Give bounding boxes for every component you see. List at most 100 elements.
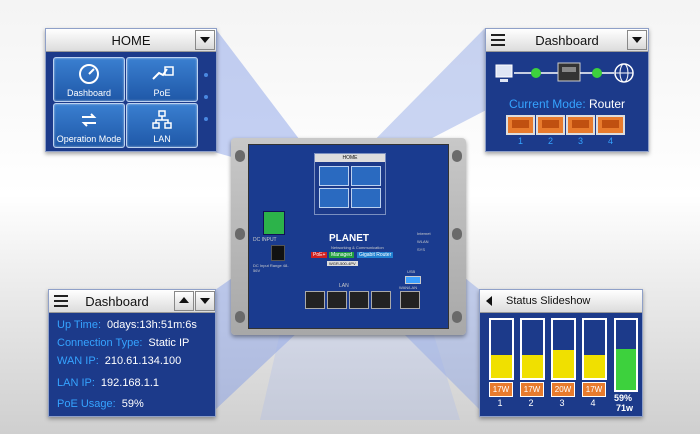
mount-hole [452,150,462,162]
mount-hole [235,150,245,162]
tile-poe[interactable]: PoE [126,57,198,102]
home-panel: HOME Dashboard PoE Operation Mode LAN [45,28,217,152]
poe-bar-port-4 [582,318,607,380]
network-tree-icon [152,110,172,129]
rj45-port [371,291,391,309]
home-dropdown-button[interactable] [195,30,215,50]
topology-diagram [495,62,634,83]
info-value: 210.61.134.100 [104,355,182,367]
dc-label: DC INPUT [253,237,277,243]
home-titlebar: HOME [46,29,216,52]
total-watt: 71w [616,403,634,413]
poe-bar-port-2 [520,318,545,380]
device-screen-tile [351,188,381,208]
tag-router: Gigabit Router [357,252,394,258]
poe-port-number: 4 [590,398,596,408]
lan-port-icon [536,115,565,135]
lan-port-icon [566,115,595,135]
poe-watt-badge: 17W [582,382,606,397]
usb-port [405,276,421,284]
brand-subtitle: Networking & Communication [331,245,384,250]
tag-poe: PoE+ [311,252,328,258]
wan-label: WAN/LAN [399,285,418,290]
mount-hole [235,311,245,323]
chevron-down-icon [632,37,642,43]
current-mode-line: Current Mode: Router [486,97,648,111]
rj45-port [400,291,420,309]
poe-bar-fill [553,350,574,378]
mode-dropdown-button[interactable] [627,30,647,50]
poe-port-number: 2 [528,398,534,408]
info-value: 0days:13h:51m:6s [107,319,197,331]
device-screen-tile [351,166,381,186]
usb-label: USB [407,269,416,274]
tile-dashboard-label: Dashboard [66,88,112,98]
poe-bar-port-3 [551,318,576,380]
status-titlebar: Status Slideshow [480,290,642,313]
info-label: LAN IP: [57,377,95,389]
total-bar-fill [616,349,636,390]
port-number: 2 [547,136,553,146]
legend-internet: Internet [417,231,431,236]
tile-dashboard[interactable]: Dashboard [53,57,125,102]
poe-watt-badge: 17W [489,382,513,397]
computer-icon [495,64,513,82]
lan-port-icon [596,115,625,135]
info-row-uptime: Up Time:0days:13h:51m:6s [57,319,197,331]
check-icon [592,68,602,78]
check-icon [531,68,541,78]
poe-bar-fill [522,355,543,378]
mount-hole [452,311,462,323]
info-panel: Dashboard Up Time:0days:13h:51m:6s Conne… [48,289,216,417]
home-title: HOME [111,33,151,48]
mount-hole [452,228,462,240]
poe-port-number: 1 [497,398,503,408]
mode-panel: Dashboard Current Mode: Router 1 2 3 4 [485,28,649,152]
poe-plug-icon [152,66,174,80]
globe-icon [614,63,634,83]
cycle-arrows-icon [81,113,97,127]
menu-icon[interactable] [54,295,68,307]
info-titlebar: Dashboard [49,290,215,313]
tile-lan-label: LAN [153,134,171,144]
info-row-connection: Connection Type:Static IP [57,337,189,349]
poe-bar-fill [491,355,512,378]
info-label: WAN IP: [57,355,99,367]
info-title: Dashboard [85,294,149,309]
mode-value: Router [589,97,626,111]
chevron-up-icon [179,297,189,303]
page-dot[interactable] [204,117,208,121]
dc-terminal [263,211,285,235]
menu-icon[interactable] [491,34,505,46]
tile-lan[interactable]: LAN [126,103,198,148]
page-dot[interactable] [204,95,208,99]
total-bar [614,318,638,392]
device-screen-tile [319,188,349,208]
info-row-wan-ip: WAN IP: 210.61.134.100 [57,355,181,367]
info-down-button[interactable] [195,291,215,311]
tile-operation-mode[interactable]: Operation Mode [53,103,125,148]
info-value: 59% [121,398,144,410]
gauge-icon [79,64,99,84]
page-dot[interactable] [204,73,208,77]
rj45-port [327,291,347,309]
chevron-down-icon [200,37,210,43]
mount-hole [235,228,245,240]
device-face: HOME DC INPUT DC Input Range 48-56V PLAN… [248,144,449,329]
port-number: 1 [517,136,523,146]
device-screen-tile [319,166,349,186]
info-row-lan-ip: LAN IP: 192.168.1.1 [57,377,159,389]
total-percent: 59% [614,393,633,403]
brand-name: PLANET [329,233,369,244]
rj45-port [305,291,325,309]
info-up-button[interactable] [174,291,194,311]
info-value: Static IP [148,337,190,349]
legend-sys: SYS [417,247,426,252]
mode-title: Dashboard [535,33,599,48]
info-row-poe-usage: PoE Usage:59% [57,398,144,410]
mode-label: Current Mode: [508,97,586,111]
chevron-left-icon[interactable] [486,296,492,306]
info-value: 192.168.1.1 [100,377,160,389]
chevron-down-icon [200,298,210,304]
